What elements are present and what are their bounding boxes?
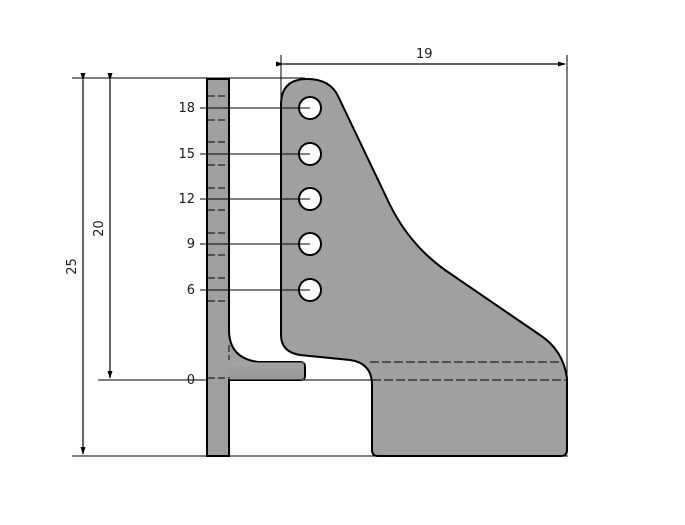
- dimension-25-label: 25: [64, 258, 80, 275]
- horn-profile: [280, 77, 568, 457]
- hole-label-9: 9: [186, 237, 195, 252]
- dimension-20-label: 20: [91, 220, 107, 237]
- hole-label-6: 6: [186, 283, 195, 298]
- hole-leaders: [195, 107, 310, 381]
- dimension-19-label: 19: [416, 47, 433, 62]
- side-view-strip: [206, 78, 306, 457]
- zero-label: 0: [186, 373, 195, 388]
- hole-label-12: 12: [178, 192, 195, 207]
- hole-label-15: 15: [178, 147, 195, 162]
- hole-label-18: 18: [178, 101, 195, 116]
